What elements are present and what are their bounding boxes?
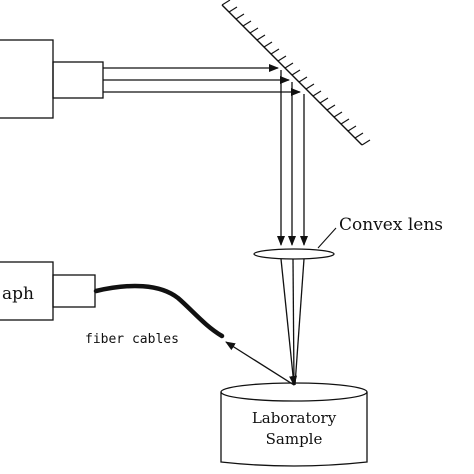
- focus-line-middle: [292, 258, 295, 386]
- mirror-hatch-mark: [291, 69, 301, 76]
- mirror-hatch-mark: [228, 6, 238, 13]
- fiber-cable: [93, 283, 225, 339]
- mirror-hatch-mark: [354, 132, 364, 139]
- lens-leader-line: [317, 227, 337, 249]
- laser-nozzle: [52, 61, 104, 99]
- mirror-hatch-mark: [284, 62, 294, 69]
- reflected-beams: [277, 70, 308, 246]
- spectrograph-port: [52, 274, 96, 308]
- sample-container: [220, 382, 368, 467]
- mirror-hatch-mark: [340, 118, 350, 125]
- mirror-hatch-mark: [256, 34, 266, 41]
- mirror-hatch-mark: [263, 41, 273, 48]
- collection-arrow: [225, 341, 295, 386]
- focus-line-left: [280, 258, 298, 386]
- cylinder-top: [220, 382, 368, 402]
- incident-beams: [103, 64, 301, 96]
- sample-label-line1: Laboratory: [252, 409, 337, 427]
- mirror-hatch-mark: [270, 48, 280, 55]
- mirror-hatch-mark: [361, 139, 371, 146]
- cylinder-body: [220, 392, 368, 467]
- mirror-hatch-mark: [347, 125, 357, 132]
- mirror: [221, 0, 371, 146]
- spectrograph-label: aph: [2, 284, 34, 304]
- mirror-hatch-mark: [326, 104, 336, 111]
- focused-beams: [280, 258, 305, 386]
- mirror-hatch-mark: [298, 76, 308, 83]
- convex-lens-label: Convex lens: [339, 215, 443, 235]
- mirror-hatch-mark: [319, 97, 329, 104]
- mirror-hatch-mark: [235, 13, 245, 20]
- mirror-hatch-mark: [277, 55, 287, 62]
- focus-line-right: [294, 258, 305, 386]
- fiber-cables-label: fiber cables: [85, 332, 179, 347]
- laser-source: [0, 39, 104, 119]
- mirror-hatch-mark: [333, 111, 343, 118]
- sample-label-line2: Sample: [266, 430, 323, 448]
- convex-lens: [253, 248, 335, 260]
- mirror-hatching: [221, 0, 371, 146]
- mirror-hatch-mark: [305, 83, 315, 90]
- mirror-hatch-mark: [221, 0, 231, 6]
- mirror-hatch-mark: [242, 20, 252, 27]
- laser-body: [0, 39, 54, 119]
- mirror-hatch-mark: [312, 90, 322, 97]
- mirror-hatch-mark: [249, 27, 259, 34]
